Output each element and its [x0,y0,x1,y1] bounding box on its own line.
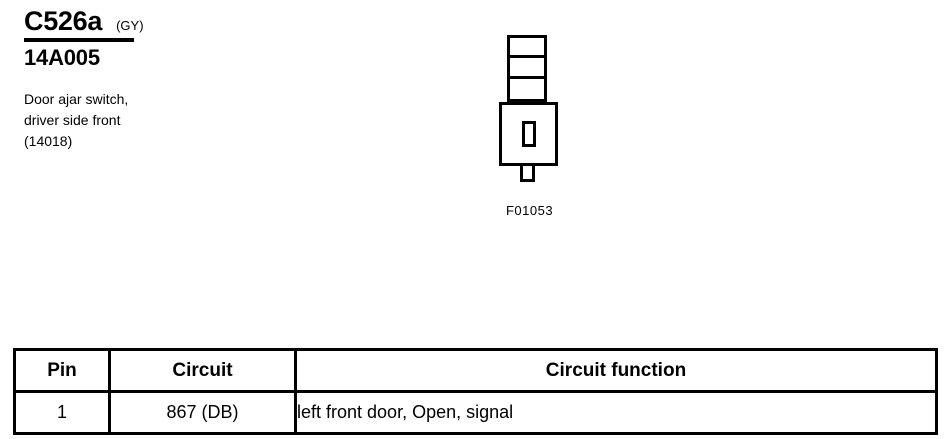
connector-header: C526a (GY) 14A005 Door ajar switch, driv… [24,6,344,152]
table-row: 1 867 (DB) left front door, Open, signal [14,391,937,434]
column-header-circuit-function: Circuit function [294,349,937,393]
connector-body-icon [499,102,558,166]
table-header-row: Pin Circuit Circuit function [14,349,937,393]
connector-id-line: C526a (GY) [24,6,344,36]
connector-diagram: F01053 [499,35,619,235]
pinout-table: Pin Circuit Circuit function 1 867 (DB) … [13,348,938,435]
connector-description: Door ajar switch, driver side front (140… [24,89,344,152]
cavity-cell-1 [510,38,544,59]
cavity-cell-2 [510,58,544,79]
figure-label: F01053 [505,203,554,218]
connector-cavity-stack-icon [507,35,547,102]
description-line-3: (14018) [24,133,73,149]
column-header-circuit: Circuit [108,349,296,393]
connector-latch-tab-icon [520,166,535,182]
connector-id: C526a [24,6,103,36]
part-number: 14A005 [24,45,100,70]
cavity-cell-3 [510,79,544,99]
column-header-pin: Pin [14,349,110,393]
cell-circuit: 867 (DB) [108,391,296,434]
cell-pin: 1 [14,391,110,434]
connector-color-code: (GY) [116,18,144,33]
connector-keyway-icon [521,121,536,147]
cell-circuit-function: left front door, Open, signal [294,391,937,434]
description-line-1: Door ajar switch, [24,91,129,107]
header-rule [24,38,134,42]
description-line-2: driver side front [24,112,121,128]
